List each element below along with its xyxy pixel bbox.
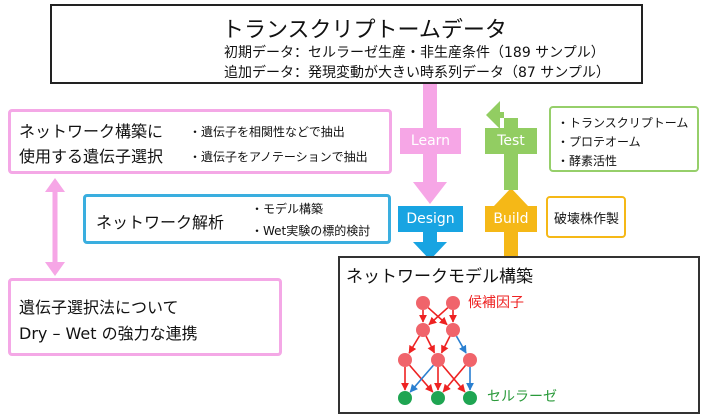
gene-selection-title-1: ネットワーク構築に <box>19 122 164 141</box>
disruption-strain-label: 破壊株作製 <box>554 212 620 227</box>
dry-wet-box: 遺伝子選択法について Dry – Wet の強力な連携 <box>8 278 282 356</box>
candidate-factor-label: 候補因子 <box>468 295 524 311</box>
factor-node <box>431 353 445 367</box>
network-graph <box>398 296 477 405</box>
network-model-box: ネットワークモデル構築 候補因子 セルラーゼ <box>338 256 700 414</box>
cellulase-node <box>463 391 477 405</box>
learn-step: Learn <box>400 128 461 154</box>
omics-item: ・トランスクリプトーム <box>557 116 689 130</box>
selection-link-top-head <box>45 178 65 192</box>
network-analysis-bullet: ・Wet実験の標的検討 <box>251 224 371 238</box>
additional-data-line: 追加データ：発現変動が大きい時系列データ（87 サンプル） <box>224 65 610 81</box>
learn-arrow-head <box>413 182 447 204</box>
gene-selection-bullet: ・遺伝子をアノテーションで抽出 <box>189 150 368 164</box>
network-edge <box>428 307 449 326</box>
gene-selection-bullet: ・遺伝子を相関性などで抽出 <box>189 125 345 139</box>
build-step: Build <box>485 206 537 232</box>
network-analysis-box: ネットワーク解析 ・モデル構築 ・Wet実験の標的検討 <box>83 194 391 244</box>
transcriptome-title: トランスクリプトームデータ <box>222 18 507 43</box>
gene-selection-box: ネットワーク構築に 使用する遺伝子選択 ・遺伝子を相関性などで抽出 ・遺伝子をア… <box>8 109 392 174</box>
network-model-title: ネットワークモデル構築 <box>346 267 533 287</box>
network-edge <box>408 335 421 354</box>
network-analysis-bullet: ・モデル構築 <box>251 202 324 216</box>
dry-wet-line-1: 遺伝子選択法について <box>19 298 179 317</box>
design-arrow-head <box>413 242 447 260</box>
transcriptome-data-box: トランスクリプトームデータ 初期データ：セルラーゼ生産・非生産条件（189 サン… <box>50 4 643 84</box>
initial-data-line: 初期データ：セルラーゼ生産・非生産条件（189 サンプル） <box>224 45 605 61</box>
build-arrow-shaft <box>504 232 518 256</box>
test-step: Test <box>485 128 537 154</box>
disruption-strain-box: 破壊株作製 <box>546 196 626 238</box>
network-edge <box>442 364 467 393</box>
gene-selection-title-2: 使用する遺伝子選択 <box>19 147 164 166</box>
omics-item: ・プロテオーム <box>557 135 641 149</box>
selection-link-bottom-head <box>45 262 65 276</box>
cellulase-node <box>431 391 445 405</box>
factor-node <box>463 353 477 367</box>
factor-node <box>446 296 460 310</box>
network-edge <box>455 335 467 354</box>
network-edge <box>409 364 435 393</box>
network-analysis-title: ネットワーク解析 <box>96 213 225 232</box>
test-arrow-shaft <box>504 154 518 190</box>
network-edge <box>440 335 451 354</box>
factor-node <box>446 323 460 337</box>
omics-box: ・トランスクリプトーム ・プロテオーム ・酵素活性 <box>549 106 699 172</box>
factor-node <box>416 296 430 310</box>
build-arrow-head <box>494 188 528 206</box>
dry-wet-line-2: Dry – Wet の強力な連携 <box>19 324 198 343</box>
cellulase-node <box>398 391 412 405</box>
cellulase-label: セルラーゼ <box>487 389 557 405</box>
network-edge <box>425 335 436 354</box>
omics-item: ・酵素活性 <box>557 154 618 168</box>
design-arrow-shaft <box>423 232 437 244</box>
design-step: Design <box>398 206 463 232</box>
test-return-arrow <box>486 101 518 129</box>
factor-node <box>416 323 430 337</box>
factor-node <box>398 353 412 367</box>
